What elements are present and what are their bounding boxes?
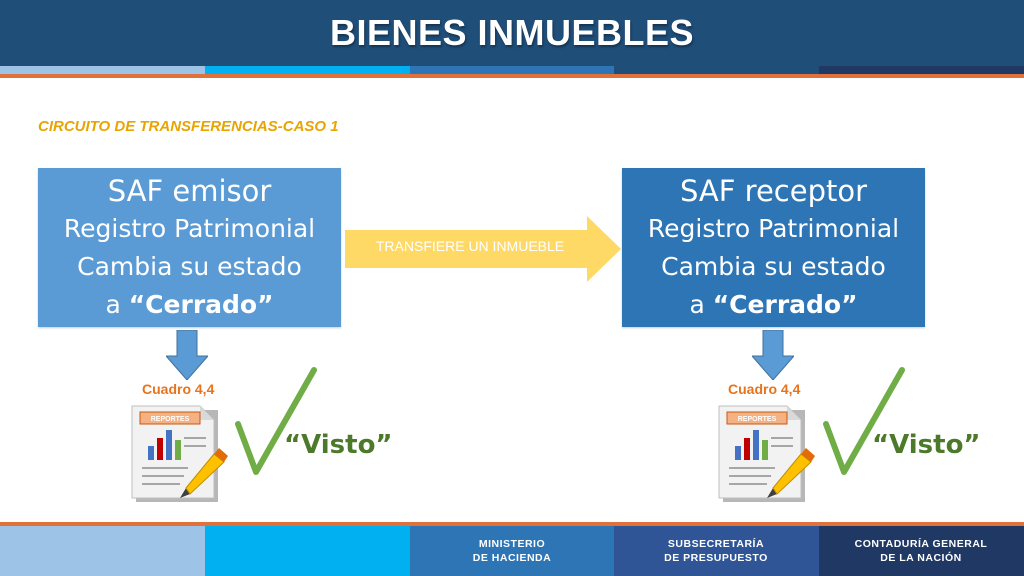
saf-emisor-box: SAF emisor Registro Patrimonial Cambia s… [38,168,341,327]
footer-contaduria-line1: CONTADURÍA GENERAL [854,538,988,550]
footer-subsecretaria-line2: DE PRESUPUESTO [664,552,768,564]
emisor-line3: Cambia su estado [77,251,302,281]
receptor-title: SAF receptor [679,173,868,208]
page-title: BIENES INMUEBLES [329,12,695,53]
left-cuadro-label: Cuadro 4,4 [142,381,215,397]
right-report-badge: REPORTES [738,416,777,423]
receptor-line3: Cambia su estado [661,251,886,281]
footer-ministerio-line2: DE HACIENDA [472,552,552,564]
emisor-line4-prefix: a [105,289,129,319]
header-bar: BIENES INMUEBLES [0,0,1024,66]
receptor-line4-prefix: a [689,289,713,319]
right-cuadro-label: Cuadro 4,4 [728,381,801,397]
emisor-line4: a “Cerrado” [38,286,341,324]
footer-color-stripe [0,526,1024,576]
left-report-badge: REPORTES [151,416,190,423]
bottom-orange-divider [0,522,1024,526]
receptor-line4: a “Cerrado” [622,286,925,324]
emisor-down-arrow-icon [166,330,208,380]
top-orange-divider [0,74,1024,78]
footer-ministerio: MINISTERIO DE HACIENDA [410,526,614,576]
right-visto-label: “Visto” [872,430,981,460]
circuit-subtitle: CIRCUITO DE TRANSFERENCIAS-CASO 1 [38,118,339,135]
emisor-status: “Cerrado” [128,289,274,319]
receptor-status: “Cerrado” [712,289,858,319]
footer-ministerio-line1: MINISTERIO [478,538,546,550]
receptor-line2: Registro Patrimonial [647,213,900,243]
footer-contaduria-line2: DE LA NACIÓN [880,552,962,564]
emisor-line2: Registro Patrimonial [63,213,316,243]
footer-subsecretaria-line1: SUBSECRETARÍA [667,538,765,550]
left-visto-label: “Visto” [284,430,393,460]
emisor-title: SAF emisor [107,173,272,208]
footer-contaduria: CONTADURÍA GENERAL DE LA NACIÓN [818,526,1024,576]
report-document-icon: REPORTES [718,405,815,502]
left-checkmark-icon [235,367,317,475]
transfer-arrow-label: TRANSFIERE UN INMUEBLE [375,238,565,254]
slide-content: CIRCUITO DE TRANSFERENCIAS-CASO 1 SAF em… [0,78,1024,522]
report-document-icon: REPORTES [131,405,228,502]
right-checkmark-icon [823,367,905,475]
top-color-stripe [0,66,1024,74]
receptor-down-arrow-icon [752,330,794,380]
saf-receptor-box: SAF receptor Registro Patrimonial Cambia… [622,168,925,327]
transfer-arrow [345,216,621,282]
footer-subsecretaria: SUBSECRETARÍA DE PRESUPUESTO [614,526,818,576]
